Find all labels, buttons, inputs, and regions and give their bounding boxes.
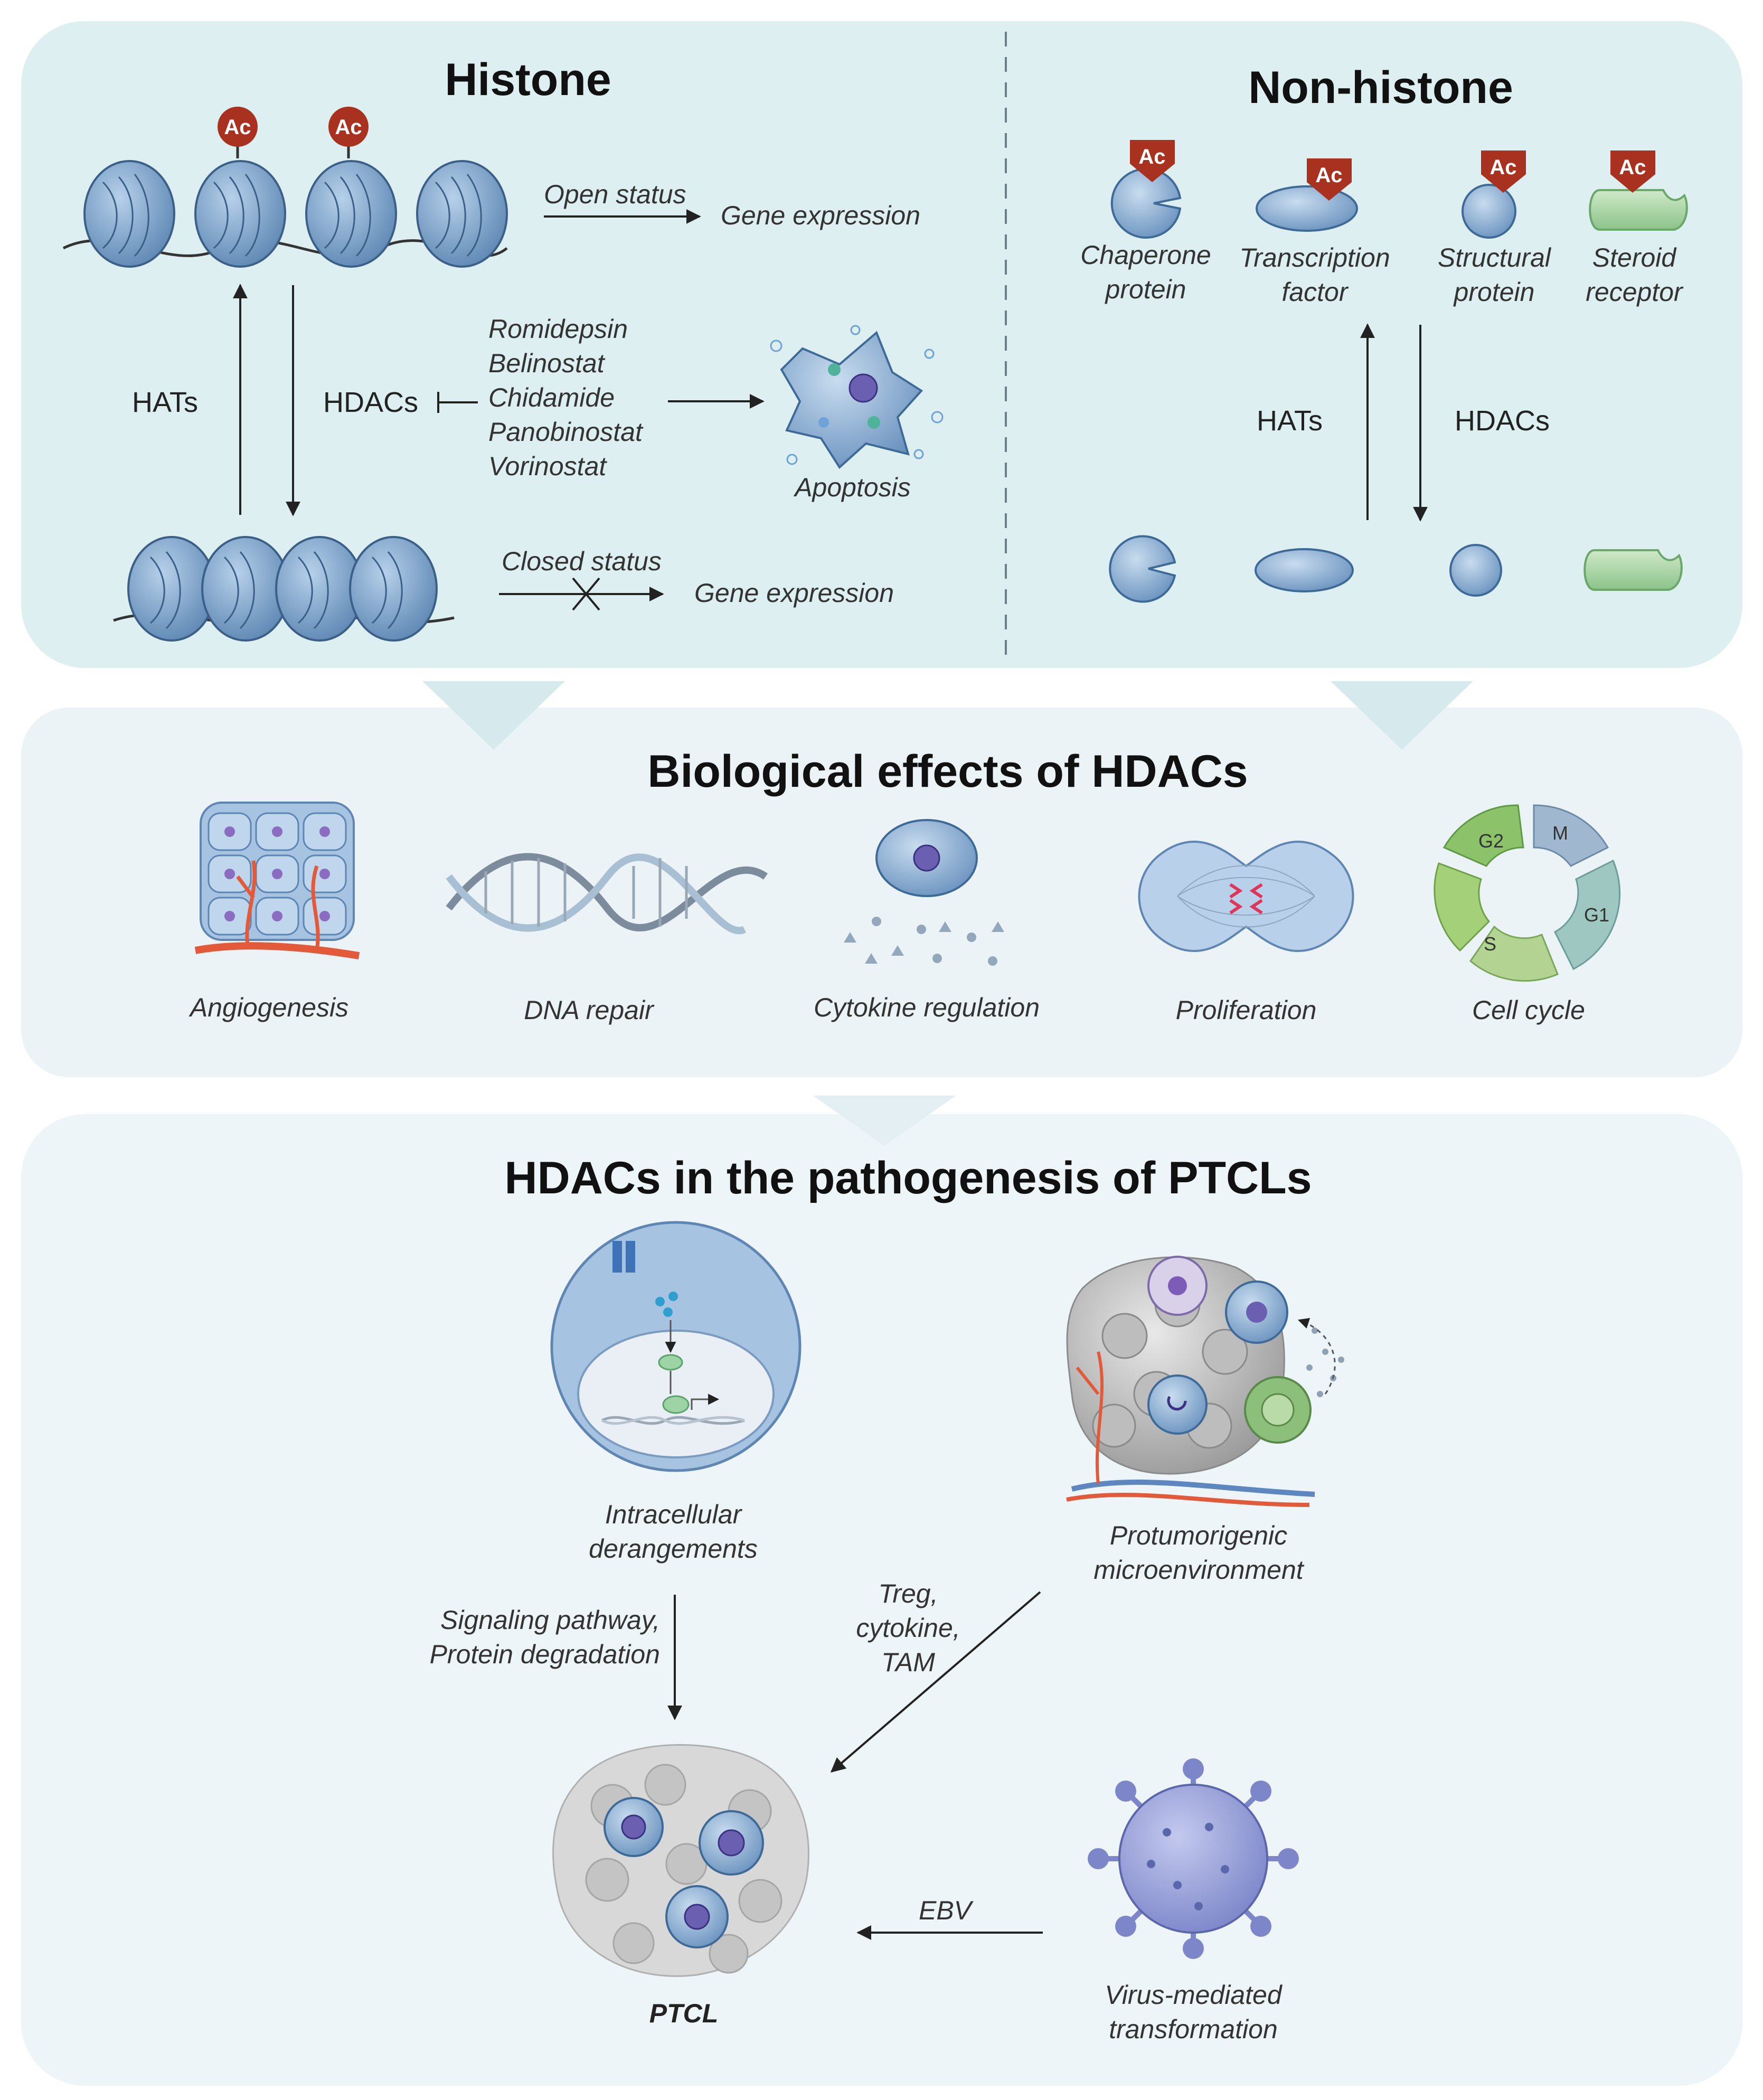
cell-cycle-icon: G2 M G1 S [1434, 804, 1621, 982]
open-chromatin: Ac Ac [62, 107, 508, 268]
panel-middle [21, 708, 1742, 1077]
non-histone-title: Non-histone [1248, 62, 1513, 113]
protein-label-line1: Transcription [1239, 243, 1390, 272]
phase-m: M [1552, 822, 1568, 844]
nucleosome-icon [305, 160, 397, 268]
signaling-label-line2: Protein degradation [430, 1640, 660, 1669]
steroid-receptor-icon [1583, 549, 1683, 591]
phase-s: S [1484, 933, 1496, 955]
drug-name: Belinostat [488, 349, 606, 378]
phase-g1: G1 [1584, 904, 1609, 926]
treg-label-line2: cytokine, [856, 1613, 960, 1643]
phase-g2: G2 [1478, 830, 1504, 852]
nucleosome-icon [127, 536, 216, 642]
treg-label-line3: TAM [881, 1647, 935, 1677]
steroid-receptor-icon [1589, 189, 1688, 231]
deacetylated-proteins [1109, 535, 1683, 603]
nucleosome-icon [83, 160, 175, 268]
protein-label-line1: Structural [1438, 243, 1552, 272]
gene-expression-open-label: Gene expression [721, 201, 920, 230]
protein-label-line2: receptor [1586, 277, 1684, 307]
protein-label-line2: protein [1105, 275, 1186, 304]
nucleosome-icon [349, 536, 438, 642]
structural-protein-icon [1462, 184, 1516, 239]
ac-label: Ac [1489, 156, 1516, 179]
chaperone-protein-icon [1109, 535, 1176, 603]
effects-title: Biological effects of HDACs [647, 746, 1248, 797]
acetyl-tag-icon [1307, 158, 1352, 201]
protein-label-line1: Steroid [1592, 243, 1677, 272]
closed-chromatin [113, 536, 455, 642]
acetyl-tag-icon [328, 107, 369, 147]
treg-label-line1: Treg, [879, 1579, 938, 1608]
intracellular-label-line1: Intracellular [605, 1500, 743, 1529]
nucleosome-icon [194, 160, 286, 268]
acetyl-tag-icon [218, 107, 258, 147]
protein-label-line1: Chaperone [1080, 240, 1211, 270]
ac-label: Ac [224, 116, 251, 139]
blocked-cross-icon [572, 577, 600, 611]
microenv-label-line2: microenvironment [1093, 1555, 1304, 1585]
histone-hats-label: HATs [132, 387, 198, 418]
non-histone-hats-label: HATs [1257, 405, 1323, 437]
tumor-microenvironment-icon [1066, 1256, 1344, 1507]
panel-bottom [21, 1114, 1742, 2086]
effect-label: Cell cycle [1472, 995, 1585, 1025]
acetylated-proteins: Ac Ac Ac Ac [1110, 140, 1688, 239]
virus-icon [1088, 1758, 1299, 1959]
dividing-cell-icon [1138, 841, 1354, 952]
microenv-arrow [830, 1591, 1041, 1773]
acetyl-tag-icon [1130, 140, 1175, 182]
microenv-label-line1: Protumorigenic [1110, 1521, 1287, 1550]
ptcl-tumor-icon [552, 1744, 809, 1977]
intracellular-label-line2: derangements [589, 1534, 758, 1564]
pathogenesis-title: HDACs in the pathogenesis of PTCLs [504, 1153, 1312, 1203]
drug-name: Panobinostat [488, 417, 644, 447]
ptcl-label: PTCL [649, 1999, 719, 2028]
virus-label-line1: Virus-mediated [1105, 1980, 1283, 2010]
drug-name: Vorinostat [488, 451, 607, 481]
ac-label: Ac [335, 116, 362, 139]
acetyl-tag-icon [1481, 150, 1526, 193]
drug-name: Romidepsin [488, 314, 628, 344]
signaling-label-line1: Signaling pathway, [440, 1605, 660, 1635]
effect-label: Proliferation [1176, 995, 1317, 1025]
effect-label: DNA repair [524, 995, 655, 1025]
histone-title: Histone [445, 54, 611, 105]
hdac-inhibitor-list: Romidepsin Belinostat Chidamide Panobino… [488, 314, 644, 481]
cytokine-cell-icon [844, 819, 1004, 966]
apoptosis-label: Apoptosis [793, 473, 911, 502]
structural-protein-icon [1449, 544, 1502, 597]
connector-arrow-left [422, 681, 565, 750]
transcription-factor-icon [1255, 548, 1354, 592]
connector-arrow-right [1331, 681, 1473, 750]
open-status-label: Open status [544, 180, 686, 209]
connector-arrow-middle [813, 1096, 956, 1146]
effect-label: Cytokine regulation [814, 993, 1040, 1022]
protein-label-line2: factor [1281, 277, 1349, 307]
protein-label-line2: protein [1453, 277, 1535, 307]
ebv-label: EBV [919, 1896, 974, 1925]
dna-helix-icon [446, 853, 768, 935]
ac-label: Ac [1619, 156, 1646, 179]
transcription-factor-icon [1256, 185, 1358, 232]
ac-label: Ac [1138, 145, 1165, 168]
non-histone-hdacs-label: HDACs [1455, 405, 1550, 437]
nucleosome-icon [416, 160, 508, 268]
intracellular-cell-icon [550, 1221, 802, 1472]
closed-status-label: Closed status [502, 547, 662, 576]
effect-label: Angiogenesis [188, 993, 348, 1022]
virus-label-line2: transformation [1109, 2014, 1278, 2044]
gene-expression-closed-label: Gene expression [694, 578, 894, 608]
acetyl-tag-icon [1610, 150, 1655, 193]
histone-hdacs-label: HDACs [323, 387, 418, 418]
ac-label: Ac [1315, 164, 1342, 187]
angiogenesis-icon [194, 802, 360, 959]
apoptotic-cell-icon [770, 325, 944, 469]
drug-name: Chidamide [488, 383, 615, 412]
